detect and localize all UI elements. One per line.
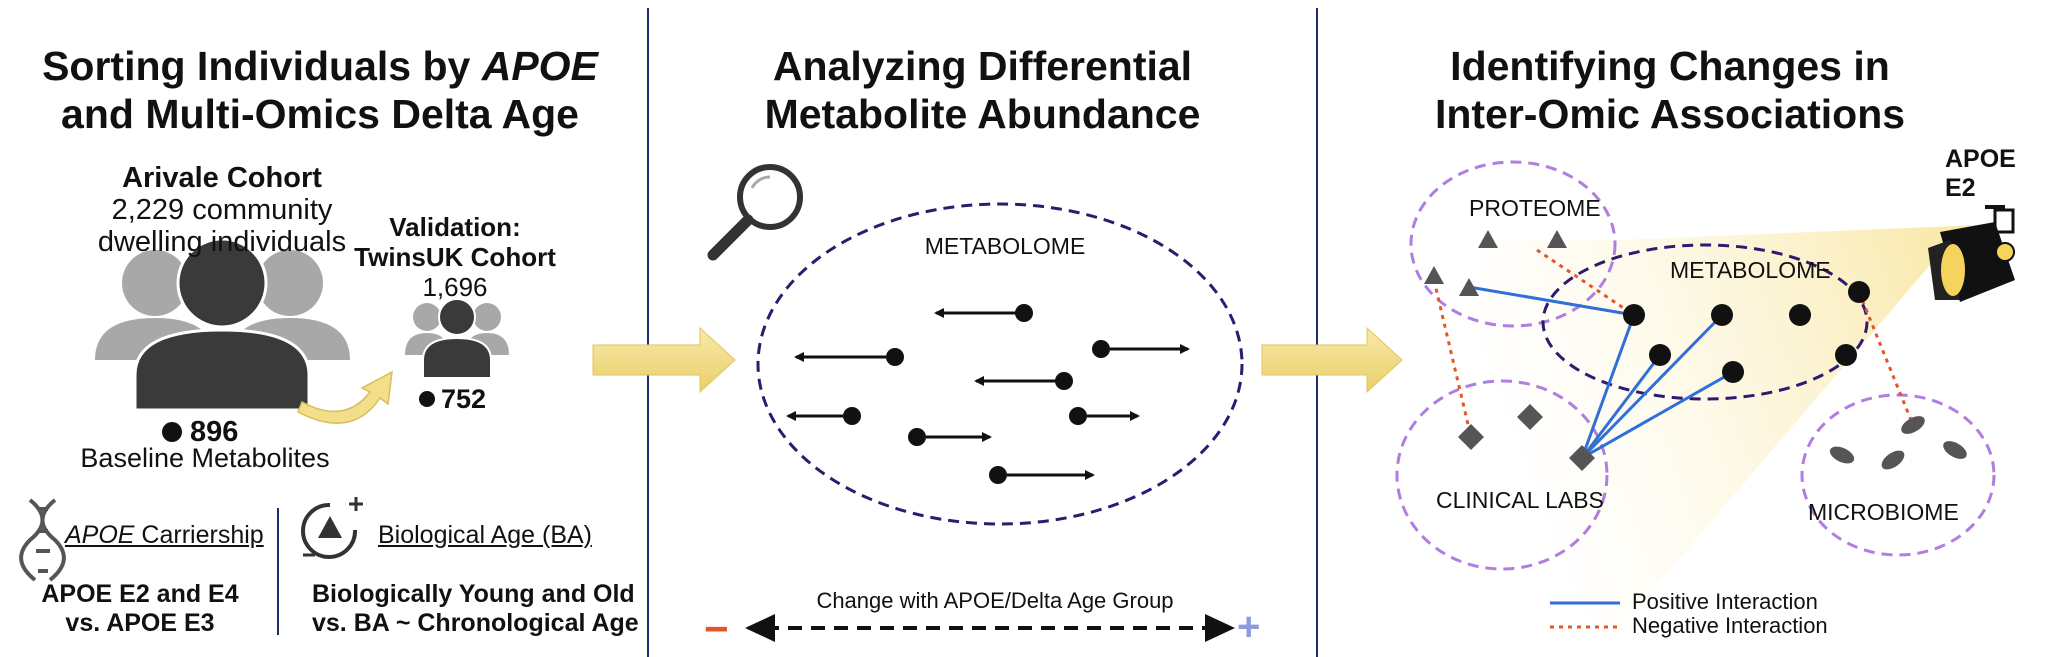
plus-sign: + — [1237, 605, 1261, 649]
validation-line2: TwinsUK Cohort — [354, 242, 556, 272]
microbiome-label: MICROBIOME — [1808, 499, 1959, 525]
panel2-title-line1: Analyzing Differential — [772, 43, 1193, 89]
arivale-caption: Baseline Metabolites — [80, 443, 330, 473]
twinsuk-people-icon — [405, 298, 509, 379]
metabolite-shift-markers — [786, 304, 1190, 484]
apoe-label-em: APOE — [65, 521, 135, 549]
panel3-metabolome-label: METABOLOME — [1670, 257, 1831, 283]
panel2-title: Analyzing Differential Metabolite Abunda… — [650, 42, 1315, 138]
metabolome-nodes — [1623, 281, 1870, 383]
arivale-count-dot — [162, 422, 182, 442]
apoe-description: APOE E2 and E4 vs. APOE E3 — [15, 580, 265, 638]
apoe-carriership-label: APOE Carriership — [65, 521, 264, 550]
panel1-title-line2: and Multi-Omics Delta Age — [61, 91, 579, 137]
metabolome-ellipse-p3 — [1541, 243, 1869, 401]
arivale-cohort-block: Arivale Cohort 2,229 community dwelling … — [82, 162, 362, 258]
positive-interactions — [1468, 285, 1734, 460]
microbiome-ellipse — [1800, 393, 1996, 557]
validation-n: 1,696 — [422, 272, 488, 302]
biological-age-label: Biological Age (BA) — [378, 521, 593, 549]
legend-positive-label: Positive Interaction — [1632, 589, 1818, 614]
panel3-title: Identifying Changes in Inter-Omic Associ… — [1320, 42, 2020, 138]
panel3-title-line2: Inter-Omic Associations — [1434, 91, 1906, 137]
spotlight-label: APOE E2 — [1945, 145, 2016, 202]
negative-interactions — [1432, 248, 1915, 438]
magnifier-icon — [707, 164, 803, 261]
ba-desc-line1: Biologically Young and Old — [312, 580, 635, 608]
transition-arrow-2 — [1261, 326, 1403, 394]
arivale-people-icon — [95, 237, 350, 412]
clinical-labs-ellipse — [1395, 379, 1609, 571]
panel2-title-line2: Metabolite Abundance — [764, 91, 1201, 137]
biological-age-icon — [301, 497, 363, 559]
transition-arrow-1 — [592, 326, 736, 394]
ba-description: Biologically Young and Old vs. BA ~ Chro… — [312, 580, 642, 638]
clinical-nodes — [1458, 404, 1595, 471]
panel1-title-pre: Sorting Individuals by — [42, 43, 482, 89]
twinsuk-count-dot — [419, 391, 435, 407]
legend-negative-label: Negative Interaction — [1632, 613, 1828, 638]
arivale-line2: dwelling individuals — [97, 226, 347, 258]
proteome-ellipse — [1409, 160, 1617, 328]
arivale-count: 896 — [190, 416, 239, 448]
twinsuk-count: 752 — [441, 384, 487, 414]
spotlight-icon — [1928, 205, 2015, 302]
apoe-desc-line1: APOE E2 and E4 — [41, 580, 239, 608]
panel3-title-line1: Identifying Changes in — [1450, 43, 1890, 89]
metabolome-ellipse-p2 — [756, 202, 1244, 526]
minus-sign: − — [704, 605, 729, 652]
proteome-label: PROTEOME — [1469, 195, 1601, 221]
apoe-desc-line2: vs. APOE E3 — [65, 609, 215, 637]
validation-block: Validation: TwinsUK Cohort 1,696 — [350, 212, 560, 302]
dna-icon — [19, 498, 66, 582]
change-scale-arrow — [745, 614, 1235, 642]
validation-line1: Validation: — [389, 212, 521, 242]
arivale-title: Arivale Cohort — [122, 162, 322, 194]
panel1-title-em: APOE — [481, 43, 598, 89]
ba-desc-line2: vs. BA ~ Chronological Age — [312, 609, 639, 637]
panel1-title: Sorting Individuals by APOE and Multi-Om… — [0, 42, 640, 138]
microbiome-nodes — [1829, 416, 1967, 470]
proteome-nodes — [1424, 230, 1567, 296]
spotlight-beam — [1465, 225, 1980, 640]
arivale-line1: 2,229 community — [111, 194, 333, 226]
curved-arrow-icon — [297, 370, 393, 424]
panel2-metabolome-label: METABOLOME — [924, 233, 1086, 259]
clinical-labs-label: CLINICAL LABS — [1436, 487, 1604, 513]
apoe-label-rest: Carriership — [134, 521, 264, 549]
change-scale-label: Change with APOE/Delta Age Group — [816, 588, 1174, 613]
